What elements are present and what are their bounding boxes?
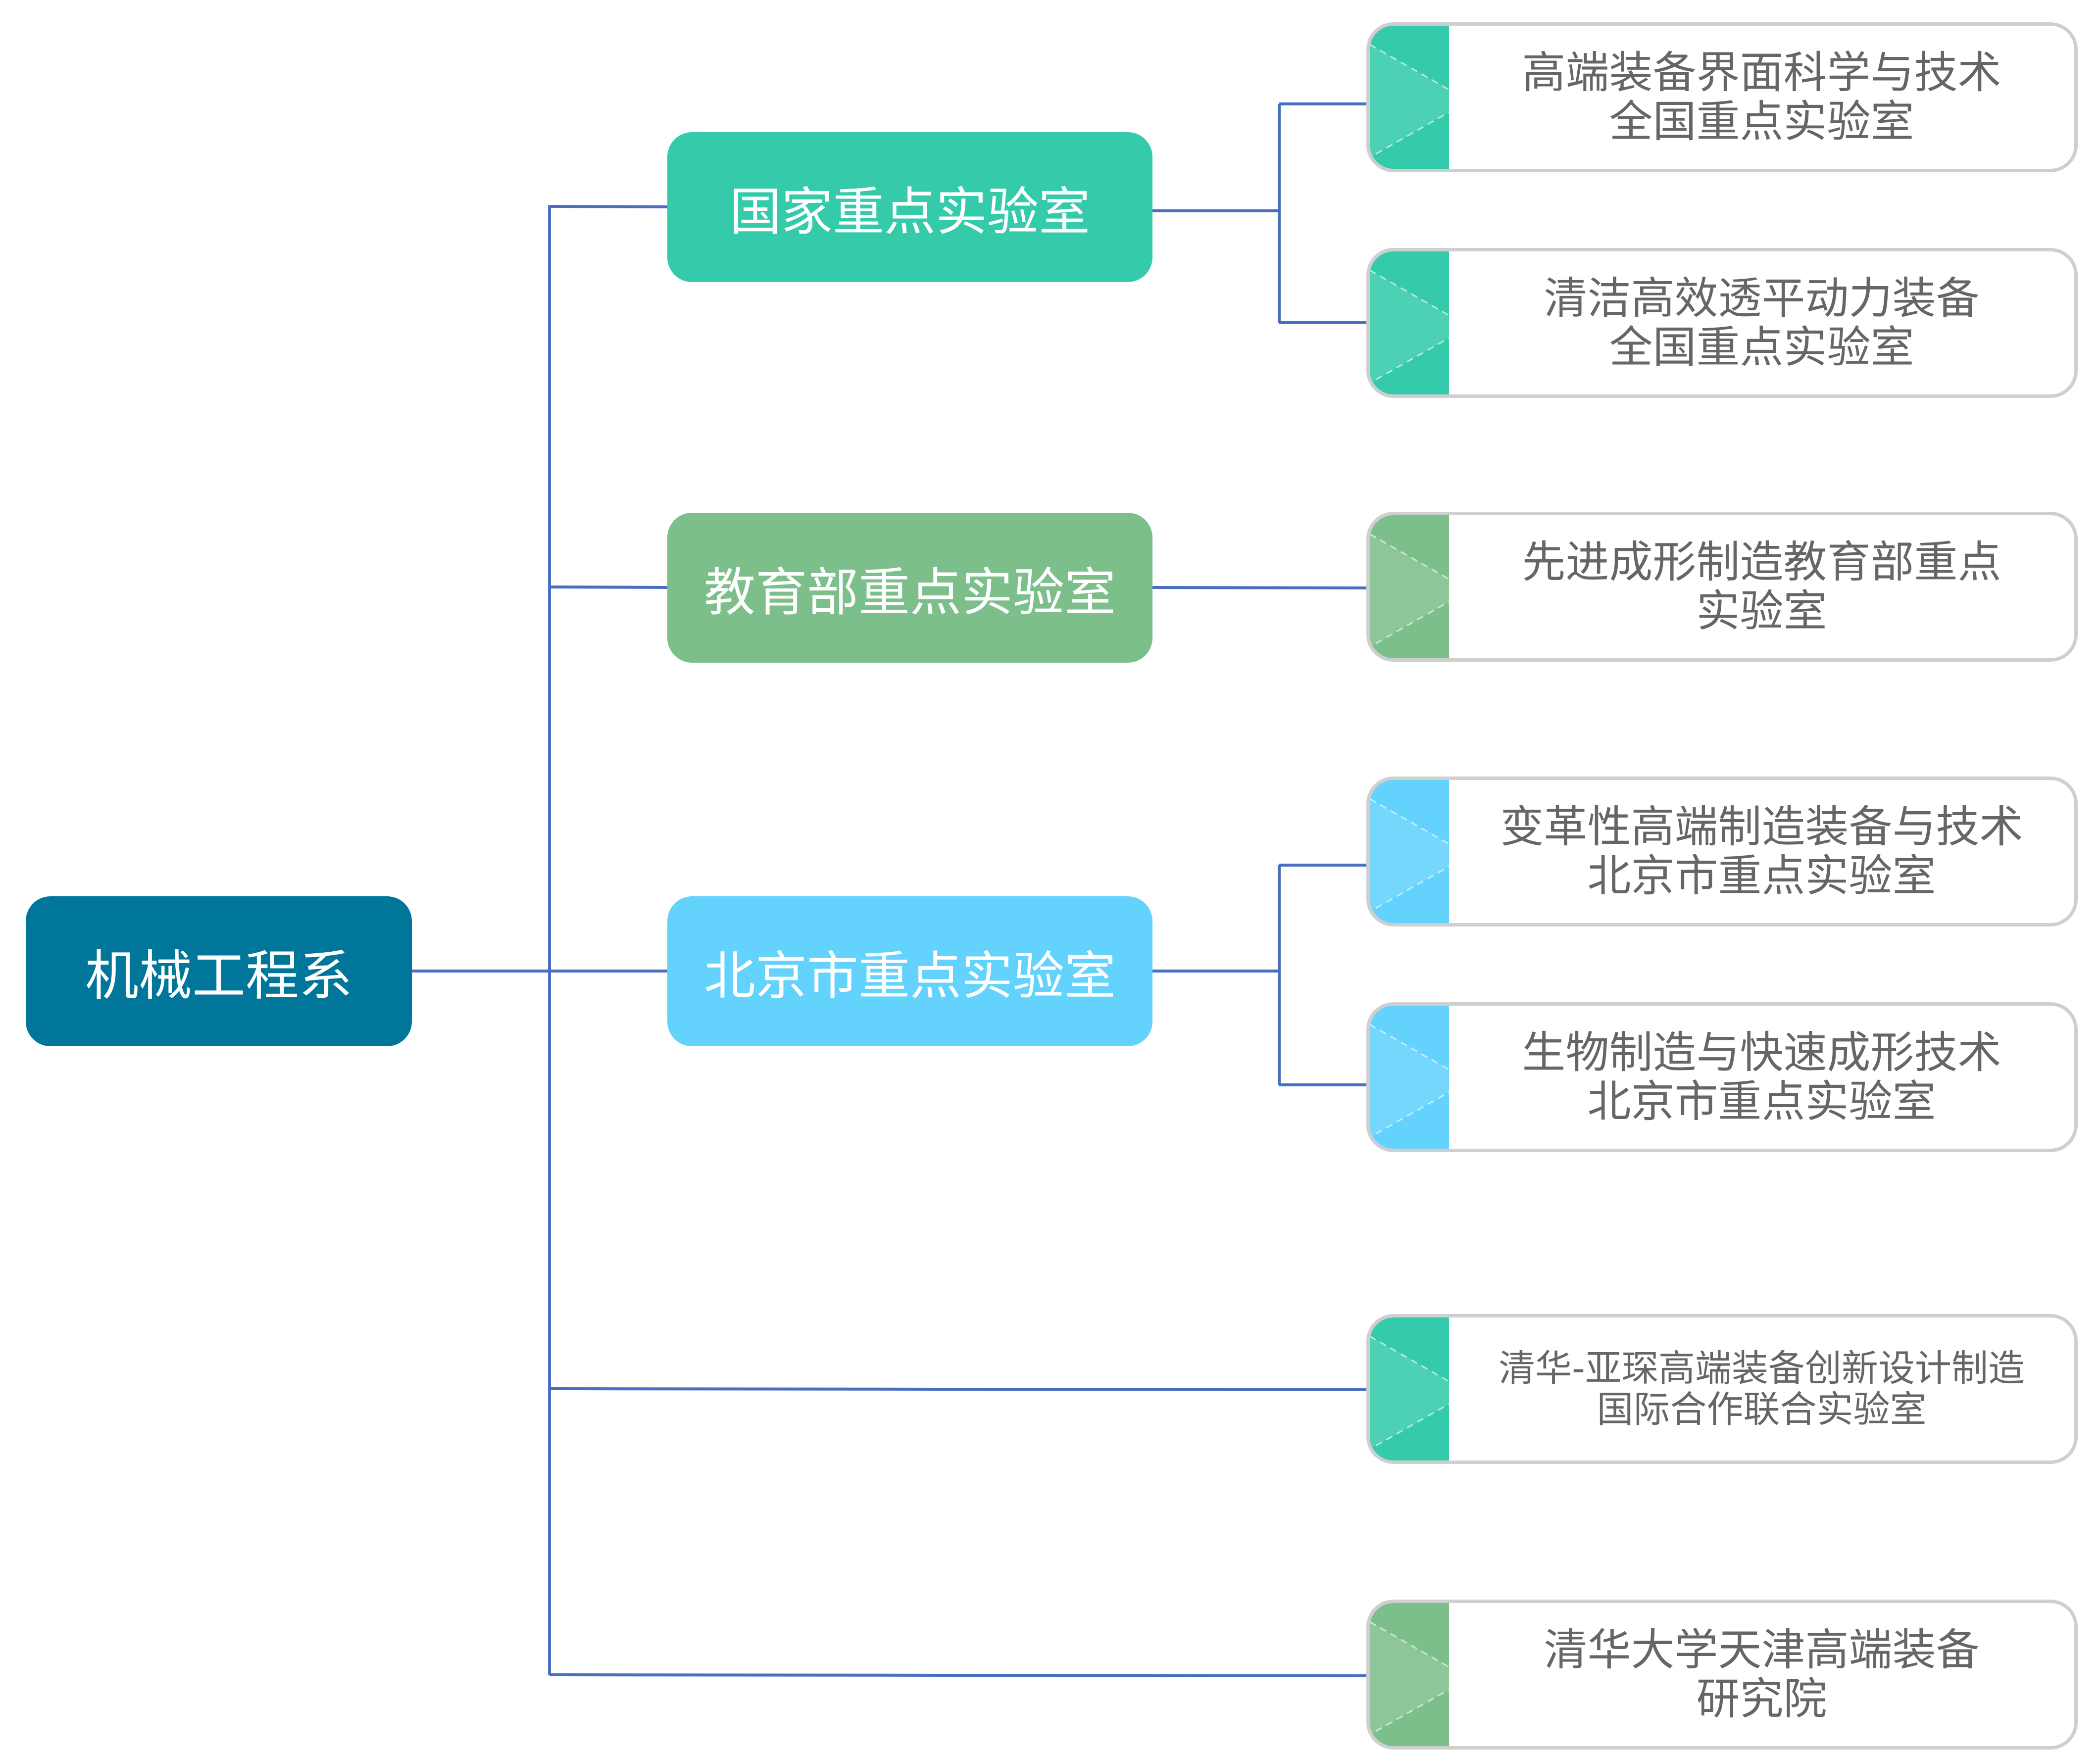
leaf-line-1: 清洁高效透平动力装备 [1544, 272, 1980, 324]
leaf-line-2: 实验室 [1696, 585, 1827, 636]
leaf-line-2: 北京市重点实验室 [1587, 850, 1936, 901]
leaf-color-tab [1370, 1006, 1449, 1149]
leaf-color-tab [1370, 515, 1449, 658]
leaf-color-tab [1370, 1317, 1449, 1461]
play-arrow-icon [1370, 44, 1469, 158]
play-arrow-icon [1370, 1023, 1469, 1138]
category-label: 北京市重点实验室 [703, 946, 1116, 1006]
category-label: 国家重点实验室 [729, 182, 1090, 242]
leaf-line-1: 高端装备界面科学与技术 [1522, 47, 2001, 98]
leaf-line-2: 研究院 [1696, 1673, 1827, 1724]
leaf-node[interactable]: 变革性高端制造装备与技术 北京市重点实验室 [1366, 777, 2078, 926]
leaf-line-2: 北京市重点实验室 [1587, 1075, 1936, 1127]
leaf-node[interactable]: 先进成形制造教育部重点 实验室 [1366, 512, 2078, 662]
category-label: 教育部重点实验室 [703, 562, 1116, 623]
play-arrow-icon [1370, 1335, 1469, 1450]
leaf-color-tab [1370, 251, 1449, 394]
leaf-node[interactable]: 清华-亚琛高端装备创新设计制造 国际合作联合实验室 [1366, 1314, 2078, 1464]
play-arrow-icon [1370, 533, 1469, 648]
root-node[interactable]: 机械工程系 [26, 896, 412, 1046]
root-label: 机械工程系 [85, 945, 352, 1007]
leaf-node[interactable]: 生物制造与快速成形技术 北京市重点实验室 [1366, 1002, 2078, 1152]
play-arrow-icon [1370, 1621, 1469, 1736]
category-moe-key-lab[interactable]: 教育部重点实验室 [667, 513, 1152, 663]
category-beijing-key-lab[interactable]: 北京市重点实验室 [667, 896, 1152, 1046]
leaf-line-2: 全国重点实验室 [1609, 96, 1914, 147]
leaf-node[interactable]: 清洁高效透平动力装备 全国重点实验室 [1366, 248, 2078, 398]
play-arrow-icon [1370, 269, 1469, 384]
leaf-color-tab [1370, 26, 1449, 169]
leaf-color-tab [1370, 1603, 1449, 1746]
leaf-node[interactable]: 高端装备界面科学与技术 全国重点实验室 [1366, 22, 2078, 172]
leaf-line-1: 清华大学天津高端装备 [1544, 1624, 1980, 1675]
category-national-key-lab[interactable]: 国家重点实验室 [667, 132, 1152, 282]
leaf-line-1: 清华-亚琛高端装备创新设计制造 [1499, 1347, 2025, 1390]
leaf-node[interactable]: 清华大学天津高端装备 研究院 [1366, 1600, 2078, 1750]
leaf-line-2: 全国重点实验室 [1609, 321, 1914, 373]
leaf-color-tab [1370, 780, 1449, 923]
play-arrow-icon [1370, 798, 1469, 913]
leaf-line-1: 变革性高端制造装备与技术 [1500, 801, 2023, 852]
leaf-line-1: 生物制造与快速成形技术 [1522, 1026, 2001, 1078]
leaf-line-1: 先进成形制造教育部重点 [1522, 536, 2001, 587]
leaf-line-2: 国际合作联合实验室 [1597, 1388, 1927, 1431]
